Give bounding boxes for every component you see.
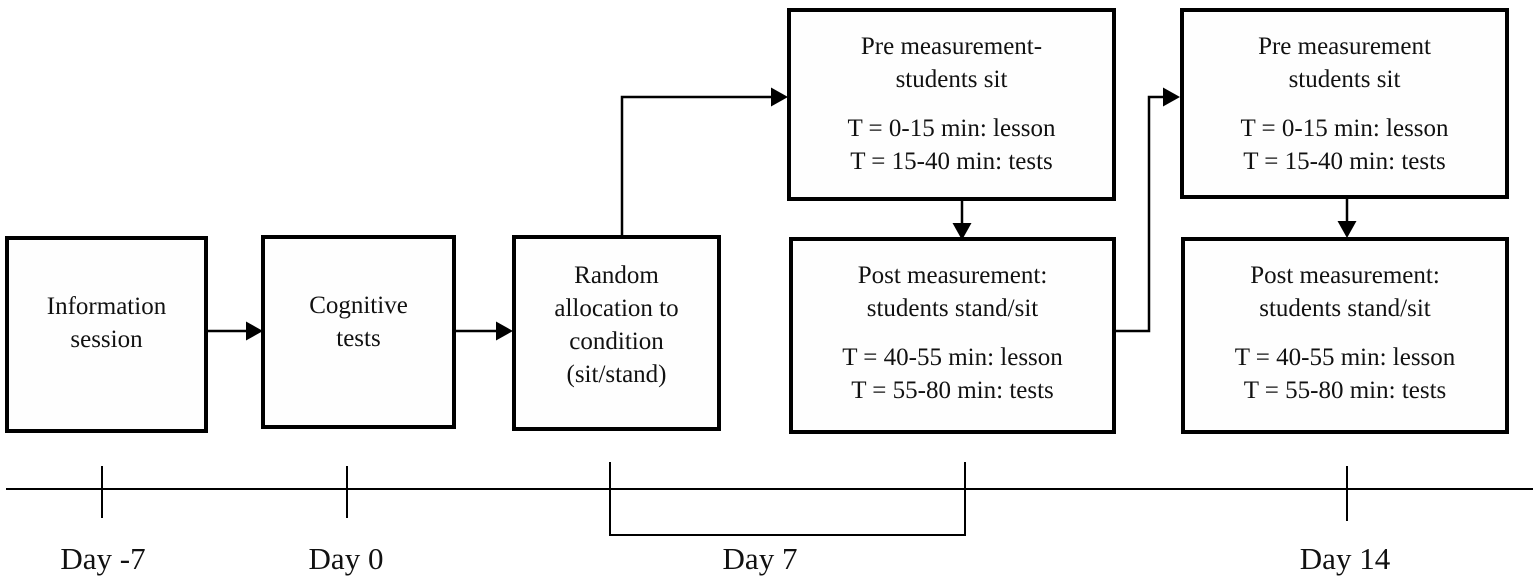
pre-measurement-2-box: Pre measurement students sit T = 0-15 mi… (1180, 8, 1509, 199)
box-timing-line: T = 55-80 min: tests (1243, 377, 1447, 404)
box-timing-line: T = 0-15 min: lesson (1240, 115, 1449, 142)
box-timing-line: T = 0-15 min: lesson (847, 115, 1056, 142)
box-title-line: students stand/sit (866, 295, 1039, 322)
box-title-line: Pre measurement- (860, 33, 1043, 60)
box-timing-line: T = 15-40 min: tests (1243, 148, 1446, 175)
box-timing-line: T = 55-80 min: tests (851, 377, 1054, 404)
box-title-line: students sit (895, 66, 1008, 93)
arrow-pre1-to-post1 (952, 201, 972, 240)
box-title-line: Pre measurement (1258, 33, 1431, 60)
arrow-post1-to-pre2 (1116, 87, 1180, 333)
arrow-pre2-to-post2 (1337, 199, 1357, 238)
information-session-box: Information session (5, 236, 208, 433)
timeline-label-day-0: Day 0 (308, 541, 384, 576)
box-timing-line: T = 40-55 min: lesson (1234, 344, 1456, 371)
box-text-line: Random (574, 262, 659, 289)
timeline-label-day-7: Day 7 (722, 541, 798, 576)
arrow-cognitive-to-random (455, 321, 513, 341)
box-text-line: allocation to (554, 295, 679, 322)
box-title-line: students stand/sit (1259, 295, 1431, 322)
post-measurement-1-box: Post measurement: students stand/sit T =… (789, 237, 1116, 434)
box-text-line: condition (569, 328, 664, 355)
random-allocation-box: Random allocation to condition (sit/stan… (512, 235, 721, 431)
arrow-information-to-cognitive (207, 321, 263, 341)
post-measurement-2-box: Post measurement: students stand/sit T =… (1181, 237, 1509, 434)
box-timing-line: T = 15-40 min: tests (850, 148, 1053, 175)
box-text-line: Cognitive (309, 292, 408, 319)
box-title-line: Post measurement: (857, 262, 1048, 289)
box-title-line: Post measurement: (1250, 262, 1440, 289)
box-timing-line: T = 40-55 min: lesson (842, 344, 1063, 371)
box-text-line: tests (336, 325, 381, 352)
bracket-day-7 (609, 462, 966, 536)
cognitive-tests-box: Cognitive tests (261, 235, 456, 429)
pre-measurement-1-box: Pre measurement- students sit T = 0-15 m… (787, 8, 1116, 201)
box-title-line: students sit (1288, 66, 1401, 93)
timeline-label-day-14: Day 14 (1299, 541, 1391, 576)
arrow-random-to-pre1 (620, 87, 788, 236)
timeline-axis (6, 462, 1533, 536)
timeline-label-day-minus7: Day -7 (60, 541, 146, 576)
box-text-line: session (70, 326, 143, 353)
box-text-line: (sit/stand) (566, 361, 667, 388)
box-text-line: Information (46, 293, 167, 320)
